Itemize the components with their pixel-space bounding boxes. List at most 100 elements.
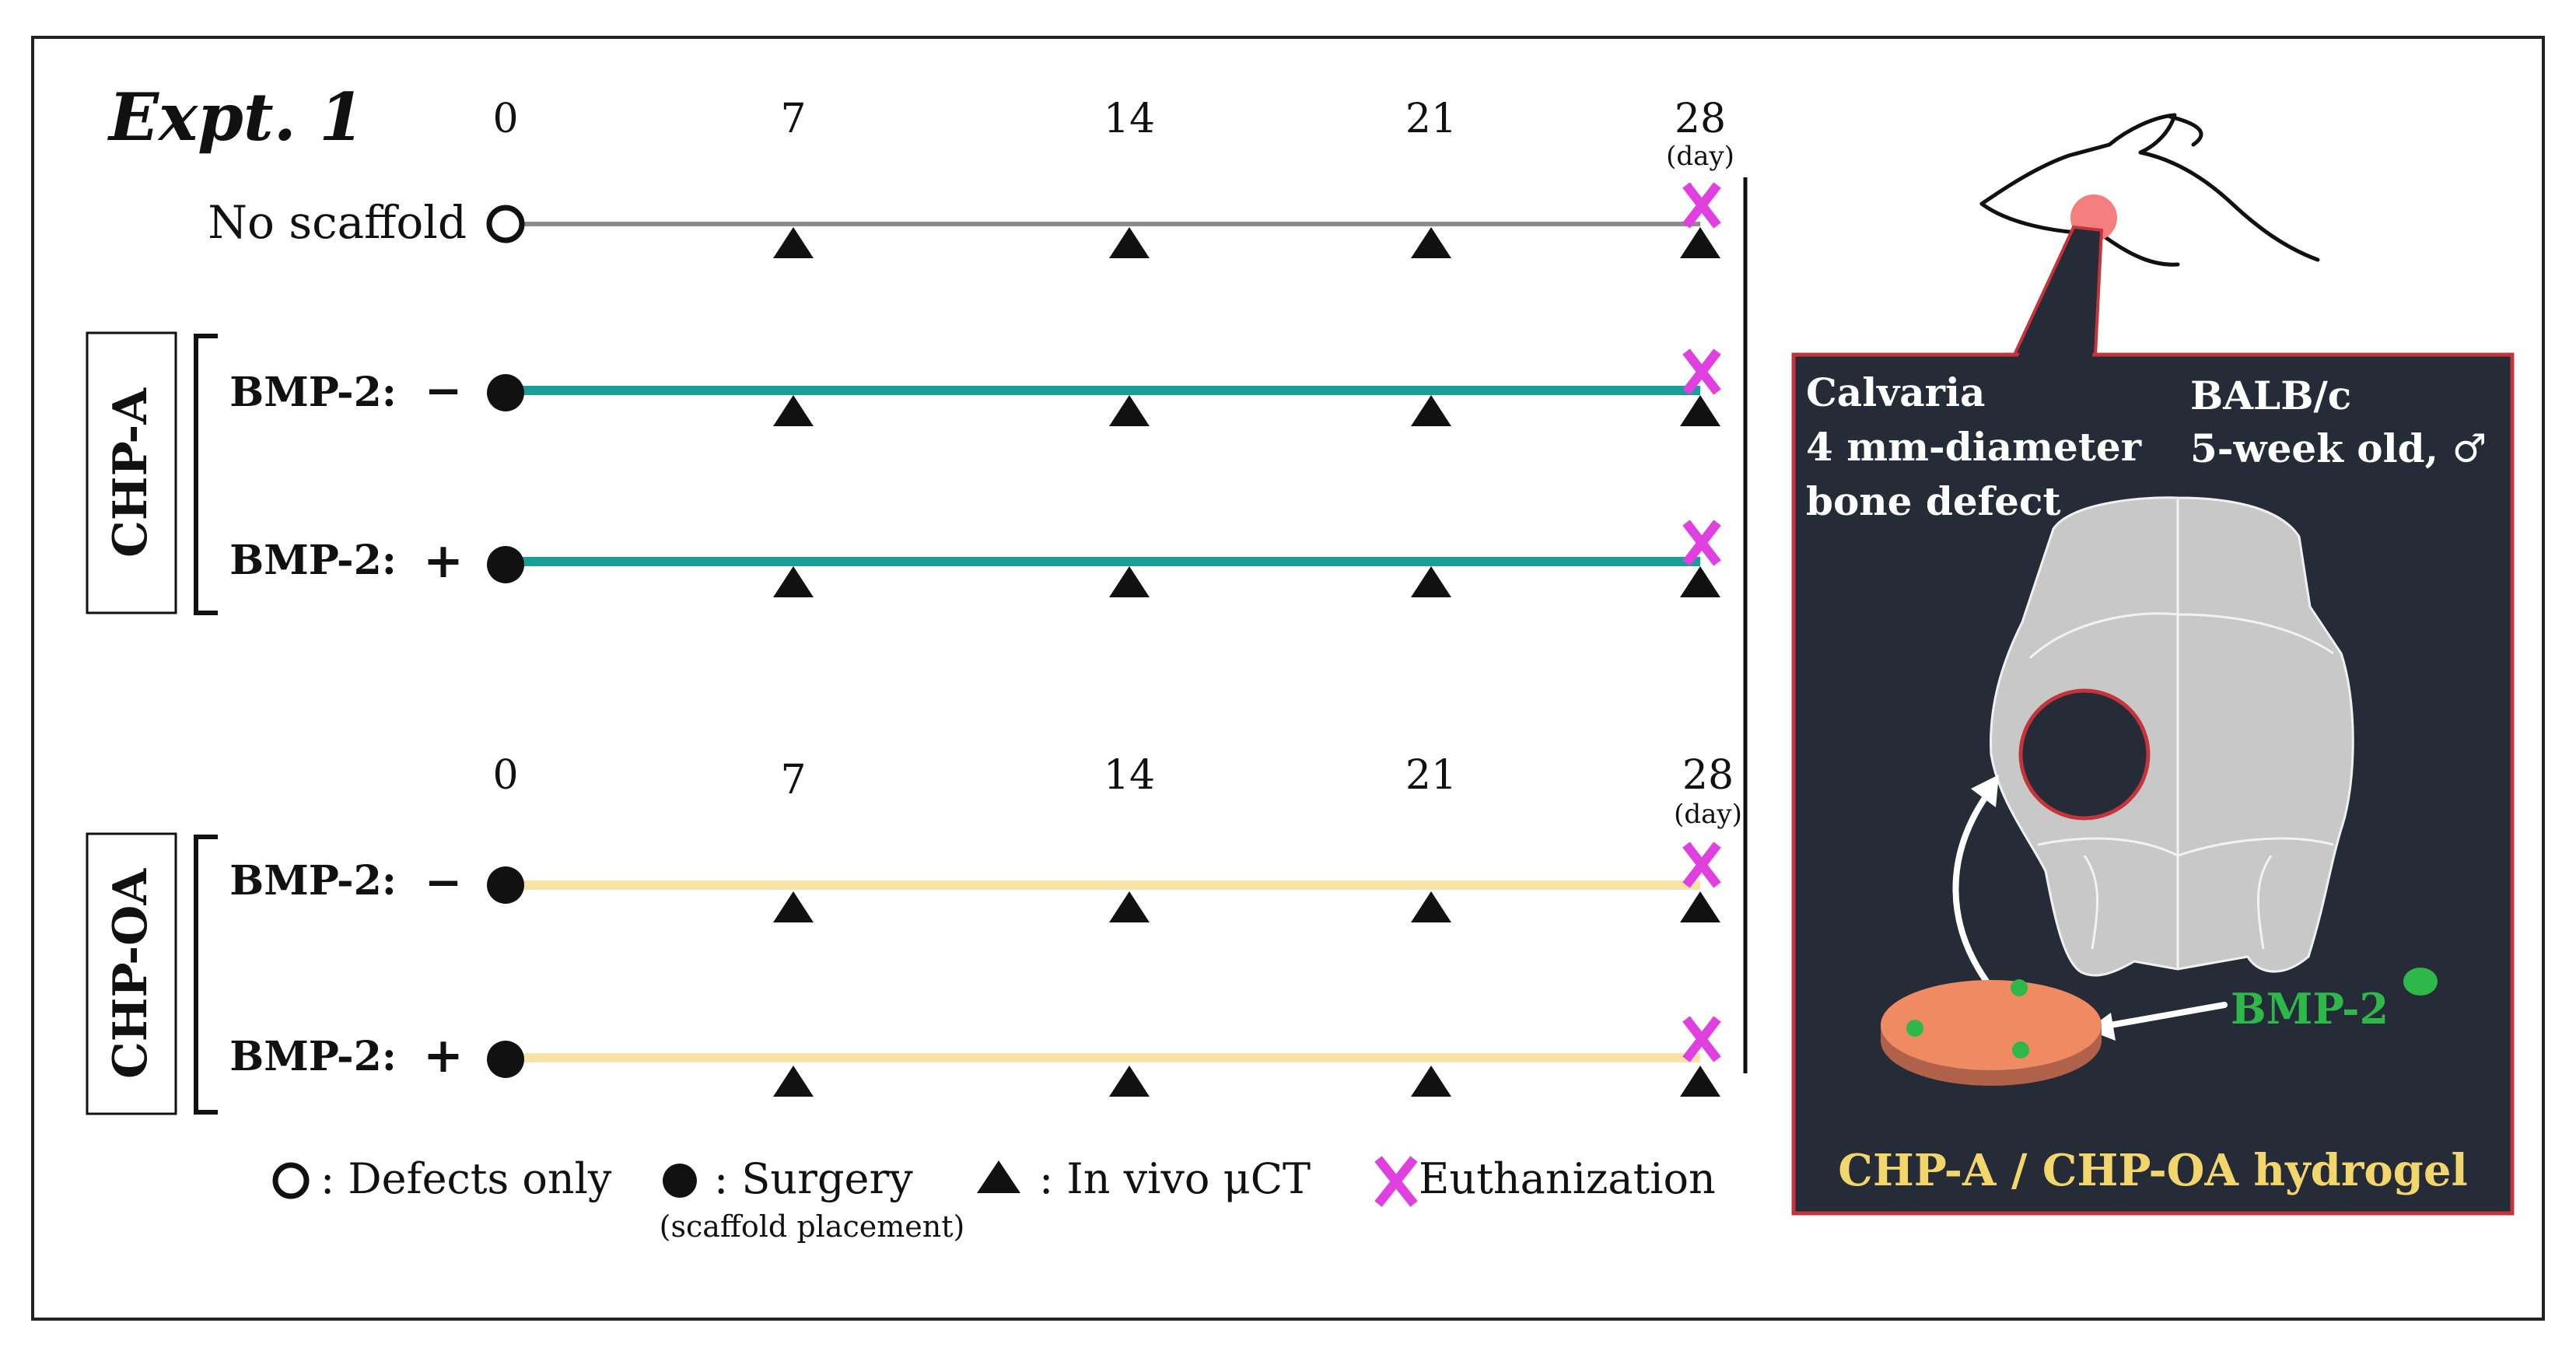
row-label: BMP-2: [229,537,397,584]
skull-suture-right [2256,855,2273,950]
implant-arrow [1952,790,1994,991]
ct-triangle [1411,395,1451,426]
day-label-14: 14 [1104,752,1155,799]
calvaria-line-1: Calvaria [1806,369,1985,415]
mouse-strain: BALB/c [2190,373,2351,418]
bmp-dot [2012,1041,2029,1059]
mouse-head-illustration [1979,113,2320,267]
no-scaffold-label: No scaffold [208,196,467,249]
ct-triangle [1680,1066,1720,1097]
top-day-axis: 0 7 14 21 28 (day) [492,96,1734,172]
experiment-title: Expt. 1 [107,79,365,156]
row-label: BMP-2: [229,857,397,905]
day-label-28: 28 [1675,96,1726,142]
calvaria-line-3: bone defect [1806,478,2061,524]
ct-triangle [773,1066,814,1097]
mouse-ear [2168,114,2203,147]
chp-oa-label-box [86,832,177,1115]
euthanization-x [1682,1016,1721,1062]
row-sign: − [425,364,463,417]
legend-euthanization: Euthanization [1419,1154,1716,1203]
skull-shape [1990,496,2354,977]
row-label: BMP-2: [229,1033,397,1080]
ct-triangle [1680,227,1720,258]
skull-coronal-suture [2028,612,2334,660]
ct-triangle [1109,227,1150,258]
day-label-21: 21 [1405,96,1457,142]
euthanization-markers [1682,182,1721,1062]
legend-surgery: : Surgery [714,1154,913,1203]
bmp-dot [1906,1020,1923,1037]
day-unit: (day) [1666,141,1734,172]
ct-triangle [773,227,814,258]
hydrogel-disk [1881,979,2102,1086]
day-label-7: 7 [780,96,806,142]
chp-a-label-box [86,331,177,614]
legend-triangle-icon [977,1160,1020,1193]
ct-triangle [1411,566,1451,597]
ct-triangle [773,566,814,597]
day-label-7: 7 [780,757,806,803]
legend-x-icon [1374,1156,1418,1207]
row-sign: − [425,856,463,908]
chp-oa-bracket [194,835,218,1115]
chp-a-group: CHP-A [86,331,218,615]
row-sign: + [423,532,464,589]
euthanization-x [1682,182,1721,229]
ct-triangle [1411,1066,1451,1097]
bmp-2-label: BMP-2 [2231,984,2389,1034]
bottom-day-axis: 0 7 14 21 28 (day) [492,752,1741,830]
outer-frame [31,36,2545,1321]
surgery-marker [487,546,524,583]
skull-lambdoid-suture [2037,837,2334,857]
legend-ct: : In vivo μCT [1039,1154,1311,1203]
row-sign: + [423,1027,464,1083]
bmp-2-molecule-icon [2403,968,2438,996]
surgery-marker [487,866,524,904]
defect-only-marker [486,205,525,243]
euthanization-x [1682,520,1721,566]
legend-defects-only: : Defects only [320,1154,612,1203]
chp-a-bracket [194,334,218,615]
day-label-14: 14 [1104,96,1155,142]
bone-defect-hole [2018,688,2151,821]
chp-oa-label: CHP-OA [103,868,158,1079]
calvaria-line-2: 4 mm-diameter [1806,424,2142,470]
euthanization-x [1682,348,1721,395]
skull-illustration [1990,496,2354,977]
row-label: BMP-2: [229,369,397,416]
ct-triangle [1680,395,1720,426]
euthanization-x [1682,842,1721,888]
mouse-head-top [1979,113,2320,262]
ct-triangle [1411,227,1451,258]
chp-oa-group: CHP-OA [86,832,218,1115]
ct-markers [773,227,1720,1097]
day-label-28: 28 [1682,752,1734,799]
day-label-0: 0 [492,96,518,142]
chp-a-bmp-minus-row: BMP-2: − [229,364,1700,417]
ct-triangle [1109,1066,1150,1097]
ct-triangle [1680,566,1720,597]
legend-filled-circle-icon [663,1164,697,1198]
ct-triangle [1109,891,1150,922]
no-scaffold-row: No scaffold [208,196,1700,249]
surgery-marker [487,374,524,411]
chp-oa-bmp-minus-row: BMP-2: − [229,856,1700,908]
day-label-21: 21 [1405,752,1457,799]
day-label-0: 0 [492,752,518,799]
chp-oa-bmp-plus-row: BMP-2: + [229,1027,1700,1083]
hydrogel-label: CHP-A / CHP-OA hydrogel [1838,1145,2467,1196]
bmp-dot [2011,979,2028,996]
arrows [1952,790,2228,1030]
chp-a-bmp-plus-row: BMP-2: + [229,532,1700,589]
ct-triangle [773,395,814,426]
ct-triangle [1109,395,1150,426]
ct-triangle [1411,891,1451,922]
legend-surgery-note: (scaffold placement) [660,1209,965,1244]
callout-wedge-fill [2018,229,2100,358]
hydrogel-disk-top [1881,980,2102,1070]
surgery-marker [487,1041,524,1078]
ct-triangle [1680,891,1720,922]
